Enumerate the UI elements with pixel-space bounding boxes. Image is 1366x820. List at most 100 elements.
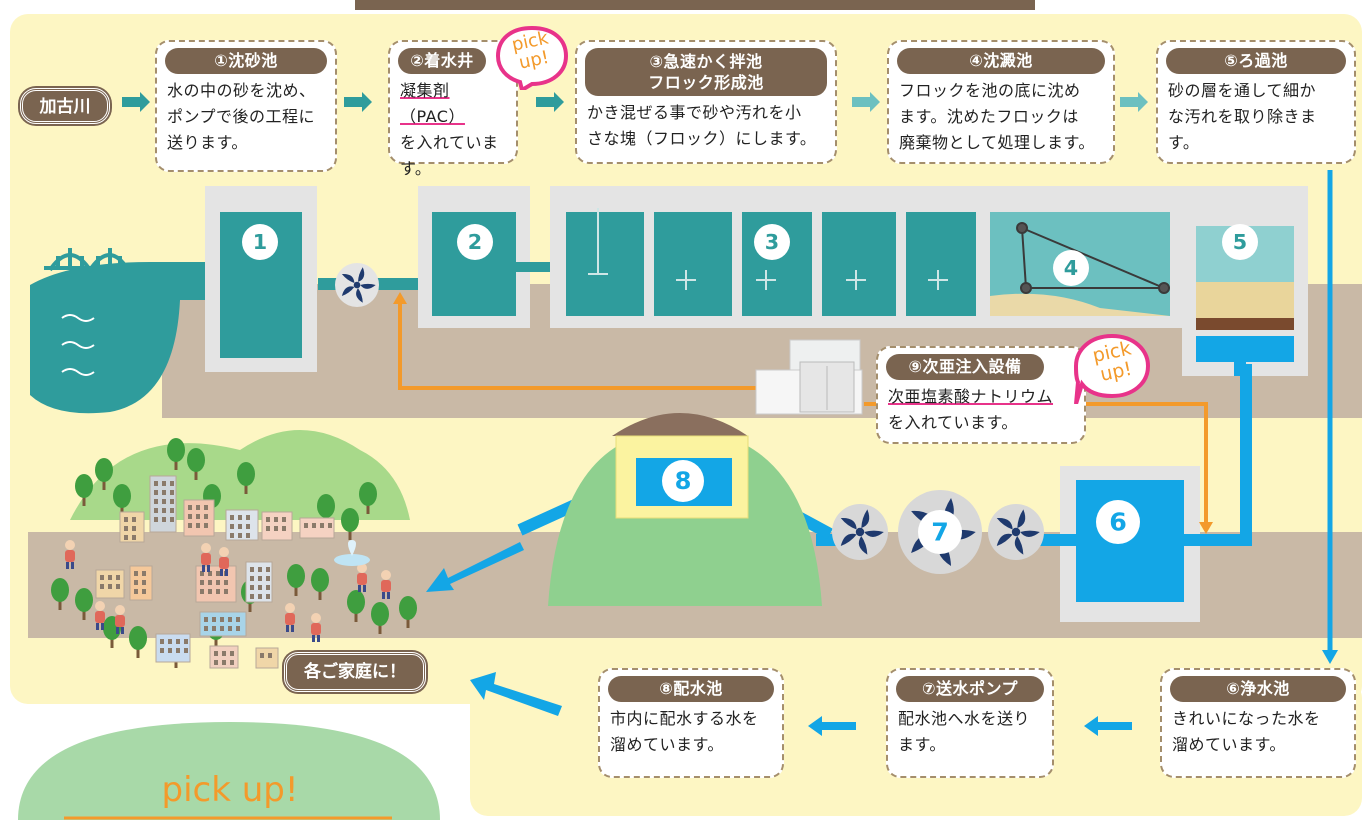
chem-arrow-down (1199, 522, 1213, 534)
step-title: ⑨次亜注入設備 (886, 354, 1044, 380)
tank-6-water (1076, 480, 1184, 602)
tree-icon (95, 458, 113, 490)
person-icon (357, 563, 367, 592)
step-body-rest: を入れていま す。 (400, 133, 499, 178)
step-title: ⑥浄水池 (1170, 676, 1346, 702)
tree-icon (75, 588, 93, 620)
tree-icon (51, 578, 69, 610)
tank-number-3: 3 (754, 224, 790, 260)
building-icon (155, 633, 191, 663)
source-label: 加古川 (20, 88, 110, 124)
tree-icon (371, 602, 389, 634)
fountain-icon (334, 540, 370, 566)
building-icon (183, 499, 215, 537)
svg-text:4: 4 (1064, 256, 1078, 280)
building-icon (255, 647, 279, 669)
pipe-2-3 (516, 262, 550, 272)
chemical-name: 次亜塩素酸ナトリウム (888, 387, 1054, 406)
pickup-semicircle (18, 722, 440, 820)
tree-icon (113, 484, 131, 516)
tank-number-6: 6 (1096, 500, 1140, 544)
step-card-7: ⑦送水ポンプ 配水池へ水を送り ます。 (886, 668, 1054, 778)
town-illustration (51, 438, 417, 669)
building-icon (129, 565, 153, 601)
step-body-rest: を入れています。 (888, 413, 1018, 432)
svg-text:6: 6 (1109, 507, 1127, 536)
svg-text:8: 8 (675, 467, 692, 495)
return-arrowhead (1322, 650, 1338, 664)
bridge-icon (44, 248, 132, 274)
flow-arrows-top (122, 92, 1148, 112)
mixer-icons (588, 208, 948, 290)
building-icon (95, 569, 125, 599)
tank-5-clean (1196, 336, 1294, 362)
tree-icon (359, 482, 377, 514)
building-icon (199, 611, 247, 637)
tank-5-gravel (1196, 318, 1294, 330)
person-icon (285, 603, 295, 632)
svg-text:3: 3 (765, 230, 779, 254)
tank-4-sludge (990, 293, 1170, 316)
chem-arrow-up (393, 292, 407, 304)
step-body: 配水池へ水を送り ます。 (898, 709, 1031, 754)
tank-number-4: 4 (1053, 250, 1089, 286)
step-body: 市内に配水する水を 溜めています。 (610, 709, 759, 754)
step-card-1: ①沈砂池 水の中の砂を沈め、 ポンプで後の工程に 送ります。 (155, 40, 337, 172)
step-card-3: ③急速かく拌池 フロック形成池 かき混ぜる事で砂や汚れを小 さな塊（フロック）に… (575, 40, 837, 164)
chemical-name: 凝集剤（PAC） (400, 81, 465, 126)
tank-3-dividers (646, 186, 903, 316)
tank-number-7: 7 (918, 510, 962, 554)
step-title: ⑧配水池 (608, 676, 774, 702)
svg-text:1: 1 (253, 230, 267, 254)
step-title: ③急速かく拌池 フロック形成池 (585, 48, 827, 96)
tree-icon (287, 564, 305, 596)
river-lake (30, 262, 205, 414)
svg-text:7: 7 (931, 517, 949, 546)
step-title: ⑦送水ポンプ (896, 676, 1044, 702)
tree-icon (399, 596, 417, 628)
step-body: 砂の層を通して細か な汚れを取り除きま す。 (1168, 81, 1317, 152)
step-body: フロックを池の底に沈め ます。沈めたフロックは 廃棄物として処理します。 (899, 81, 1095, 152)
reservoir-dome (612, 413, 748, 436)
step-body: かき混ぜる事で砂や汚れを小 さな塊（フロック）にします。 (587, 103, 817, 148)
person-icon (381, 570, 391, 599)
step-body: 凝集剤（PAC） を入れていま す。 (400, 78, 508, 182)
person-icon (65, 540, 75, 569)
tree-icon (129, 626, 147, 658)
pickup-section-title: pick up! (161, 770, 299, 810)
tank-number-markers: 1 2 3 4 5 6 7 8 (242, 224, 1258, 554)
step-title: ②着水井 (398, 48, 486, 74)
scraper-icon (1016, 222, 1170, 294)
step-body: きれいになった水を 溜めています。 (1172, 709, 1321, 754)
tank-number-1: 1 (242, 224, 278, 260)
svg-text:2: 2 (468, 230, 482, 254)
tree-icon (347, 590, 365, 622)
pump-icon (832, 504, 888, 560)
top-bar (355, 0, 1035, 10)
river-waves (61, 314, 95, 376)
intake-pipe (160, 282, 216, 294)
pump-icon (988, 504, 1044, 560)
step-body: 次亜塩素酸ナトリウム を入れています。 (888, 384, 1076, 436)
building-icon (245, 561, 273, 603)
step-card-6: ⑥浄水池 きれいになった水を 溜めています。 (1160, 668, 1356, 778)
tree-icon (75, 474, 93, 506)
svg-text:5: 5 (1233, 230, 1247, 254)
tree-icon (237, 462, 255, 494)
step-title: ①沈砂池 (165, 48, 327, 74)
destination-label: 各ご家庭に！ (284, 652, 426, 692)
person-icon (115, 605, 125, 634)
tree-icon (167, 438, 185, 470)
person-icon (219, 547, 229, 576)
step-title: ④沈澱池 (897, 48, 1105, 74)
step-card-2: ②着水井 凝集剤（PAC） を入れていま す。 (388, 40, 518, 178)
building-icon (261, 511, 293, 541)
tree-icon (187, 448, 205, 480)
building-icon (225, 509, 259, 541)
building-icon (119, 511, 145, 543)
chemical-cabinet (755, 339, 863, 415)
